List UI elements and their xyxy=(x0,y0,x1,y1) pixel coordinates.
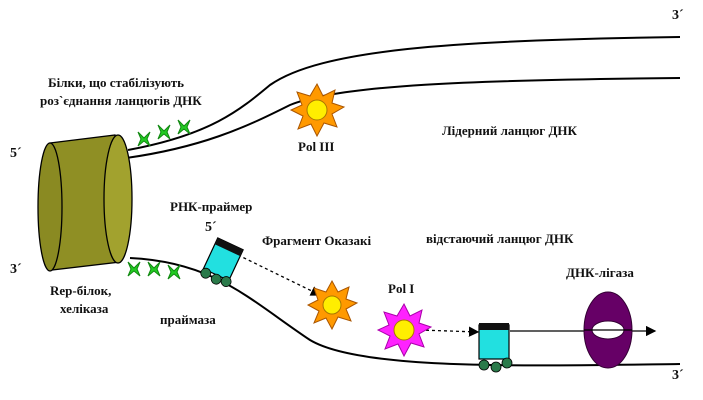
primase-cart-lower xyxy=(478,323,513,373)
ssb-proteins-top xyxy=(137,119,191,147)
primase-cart-upper xyxy=(200,237,244,287)
pol3-enzyme xyxy=(289,82,346,138)
end-marker-bottom-right: 3´ xyxy=(672,368,684,383)
pol1-enzyme xyxy=(376,302,433,358)
primase-label: праймаза xyxy=(160,312,216,327)
end-marker-primer: 5´ xyxy=(205,220,217,235)
end-marker-left-bottom: 3´ xyxy=(10,262,22,277)
rep-helicase-label-line2: хеліказа xyxy=(60,301,109,316)
end-marker-left-top: 5´ xyxy=(10,146,22,161)
upper-strand-top xyxy=(127,36,681,151)
dna-ligase-ring xyxy=(583,291,633,369)
rep-helicase-label-line1: Rep-білок, xyxy=(50,283,112,298)
helicase-barrel xyxy=(37,134,133,272)
leading-strand-label: Лідерний ланцюг ДНК xyxy=(442,123,577,138)
ligase-label: ДНК-лігаза xyxy=(566,265,634,280)
lagging-strand-label: відстаючий ланцюг ДНК xyxy=(426,231,574,246)
end-marker-top-right: 3´ xyxy=(672,8,684,23)
ssb-label-line2: роз`єднання ланцюгів ДНК xyxy=(40,93,202,108)
rna-primer-label: РНК-праймер xyxy=(170,199,253,214)
okazaki-label: Фрагмент Оказакі xyxy=(262,233,372,248)
ssb-label-line1: Білки, що стабілізують xyxy=(48,75,185,90)
pol1-label: Pol I xyxy=(388,281,415,296)
pol3-label: Pol III xyxy=(298,139,335,154)
leading-strand-line xyxy=(109,77,681,161)
ssb-proteins-bottom xyxy=(127,261,181,280)
okazaki-polymerase xyxy=(306,279,359,331)
pol1-dashed-path xyxy=(419,326,480,337)
okazaki-dashed-path xyxy=(237,254,322,296)
